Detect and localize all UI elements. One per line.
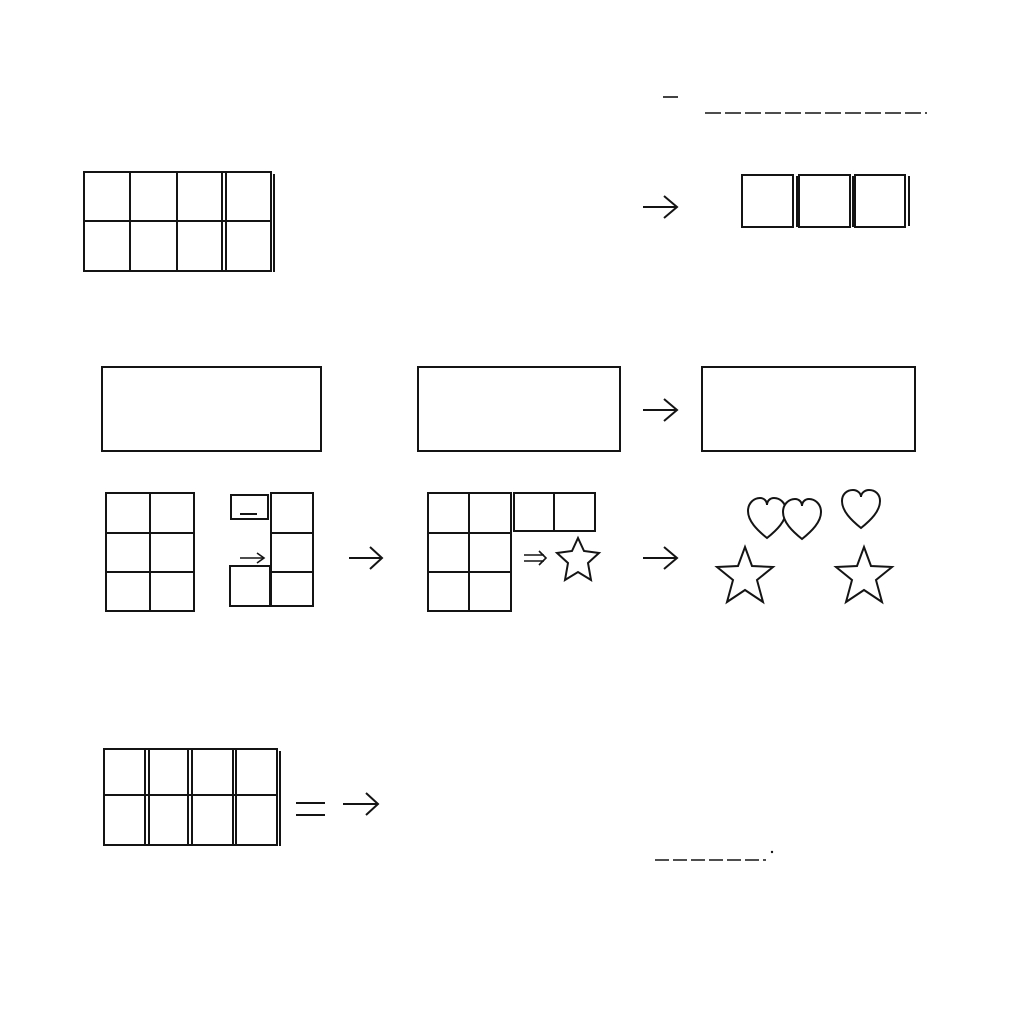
star-icon: [554, 535, 602, 583]
arrow-icon: [343, 792, 380, 816]
equals-sign: [296, 802, 325, 816]
star-icon: [833, 544, 895, 605]
arrow-icon: [349, 546, 384, 570]
arrow-icon: [643, 195, 679, 219]
double-arrow-icon: [524, 550, 548, 566]
row-1: [83, 171, 910, 272]
partial-grid: [229, 492, 314, 607]
bottom-blank: [655, 850, 774, 861]
rectangle-2: [417, 366, 621, 452]
row-3: [105, 488, 895, 612]
boxes-1x3: [741, 174, 910, 228]
small-arrow-icon: [240, 552, 266, 564]
grid-3x2: [105, 492, 195, 612]
heart-icon: [746, 496, 788, 540]
star-icon: [714, 544, 776, 605]
grid-2x4: [83, 171, 275, 272]
top-blanks: [663, 96, 927, 114]
arrow-icon: [643, 398, 679, 422]
hearts-and-stars: [714, 488, 895, 605]
heart-icon: [840, 488, 882, 530]
grid-with-star: [427, 492, 602, 612]
row-2: [101, 366, 916, 452]
dot: [770, 850, 774, 854]
heart-icon: [781, 497, 823, 541]
row-4: [103, 748, 380, 846]
rectangle-1: [101, 366, 322, 452]
arrow-icon: [643, 546, 679, 570]
grid-2x4: [103, 748, 281, 846]
rectangle-3: [701, 366, 916, 452]
